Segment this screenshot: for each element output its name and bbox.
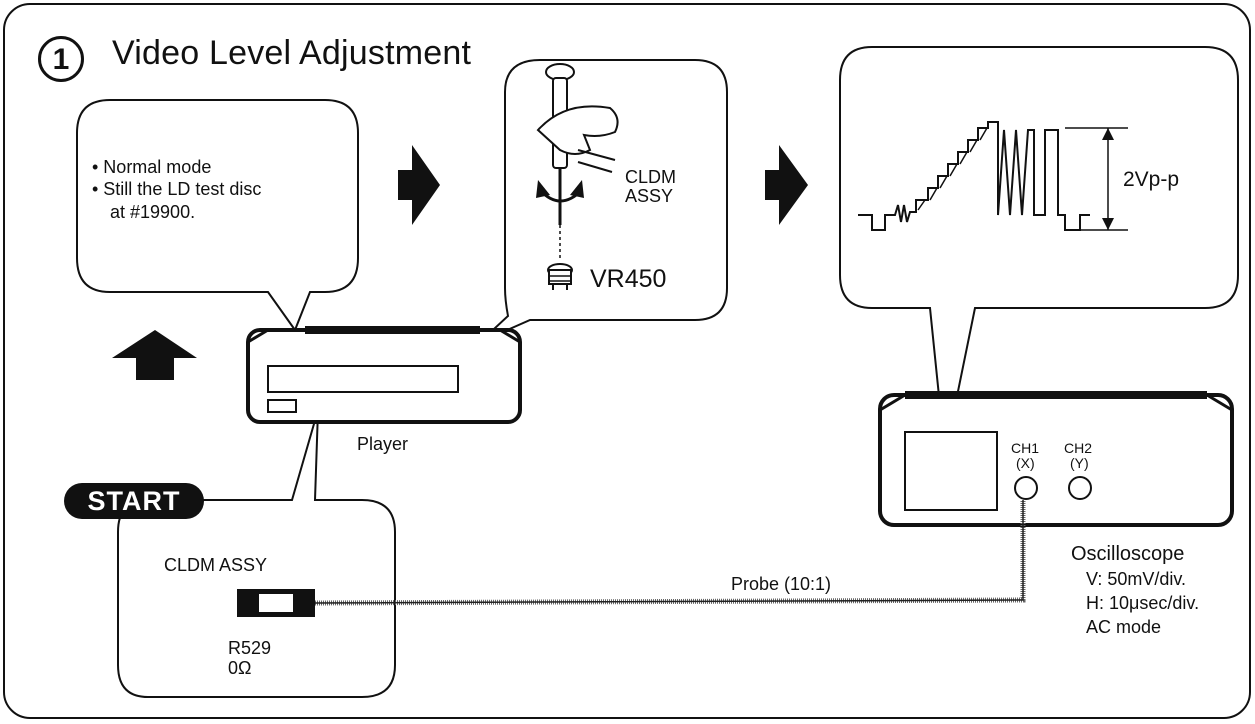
arrow-right-1 <box>398 145 440 225</box>
amplitude-label: 2Vp-p <box>1123 168 1180 191</box>
ch1-axis-label: (X) <box>1016 455 1035 471</box>
arrow-right-2 <box>765 145 808 225</box>
ch2-label: CH2 <box>1064 440 1093 456</box>
oscilloscope-device <box>878 391 1234 527</box>
tool-assembly-line-1: CLDM <box>625 167 677 187</box>
control-label: VR450 <box>590 265 667 293</box>
ch1-label: CH1 <box>1011 440 1040 456</box>
page-title: Video Level Adjustment <box>112 34 472 72</box>
step-number: 1 <box>38 36 84 82</box>
setting-mode: AC mode <box>1086 617 1162 637</box>
condition-line-1: • Normal mode <box>92 157 212 177</box>
resistor-r529 <box>237 589 315 617</box>
ch2-axis-label: (Y) <box>1070 455 1089 471</box>
oscilloscope-label: Oscilloscope <box>1071 543 1185 565</box>
condition-line-3: at #19900. <box>110 202 196 222</box>
outer-frame <box>3 3 1251 719</box>
tool-bubble <box>479 59 728 343</box>
conditions-bubble <box>76 99 359 333</box>
resistor-value: 0Ω <box>228 658 252 678</box>
arrow-up <box>112 330 197 380</box>
resistor-label: R529 <box>228 638 272 658</box>
setting-vertical: V: 50mV/div. <box>1086 569 1187 589</box>
test-point-assembly: CLDM ASSY <box>164 555 268 575</box>
setting-horizontal: H: 10μsec/div. <box>1086 593 1200 613</box>
waveform-bubble <box>839 46 1239 456</box>
video-waveform <box>858 121 1128 231</box>
screwdriver-illustration <box>536 63 619 258</box>
player-device <box>246 326 522 424</box>
start-panel-bubble <box>117 409 396 698</box>
player-label: Player <box>357 434 409 454</box>
probe-label: Probe (10:1) <box>731 574 832 594</box>
tool-assembly-line-2: ASSY <box>625 186 674 206</box>
trimmer-icon <box>547 263 573 290</box>
condition-line-2: • Still the LD test disc <box>92 179 262 199</box>
start-badge: START <box>64 483 204 519</box>
